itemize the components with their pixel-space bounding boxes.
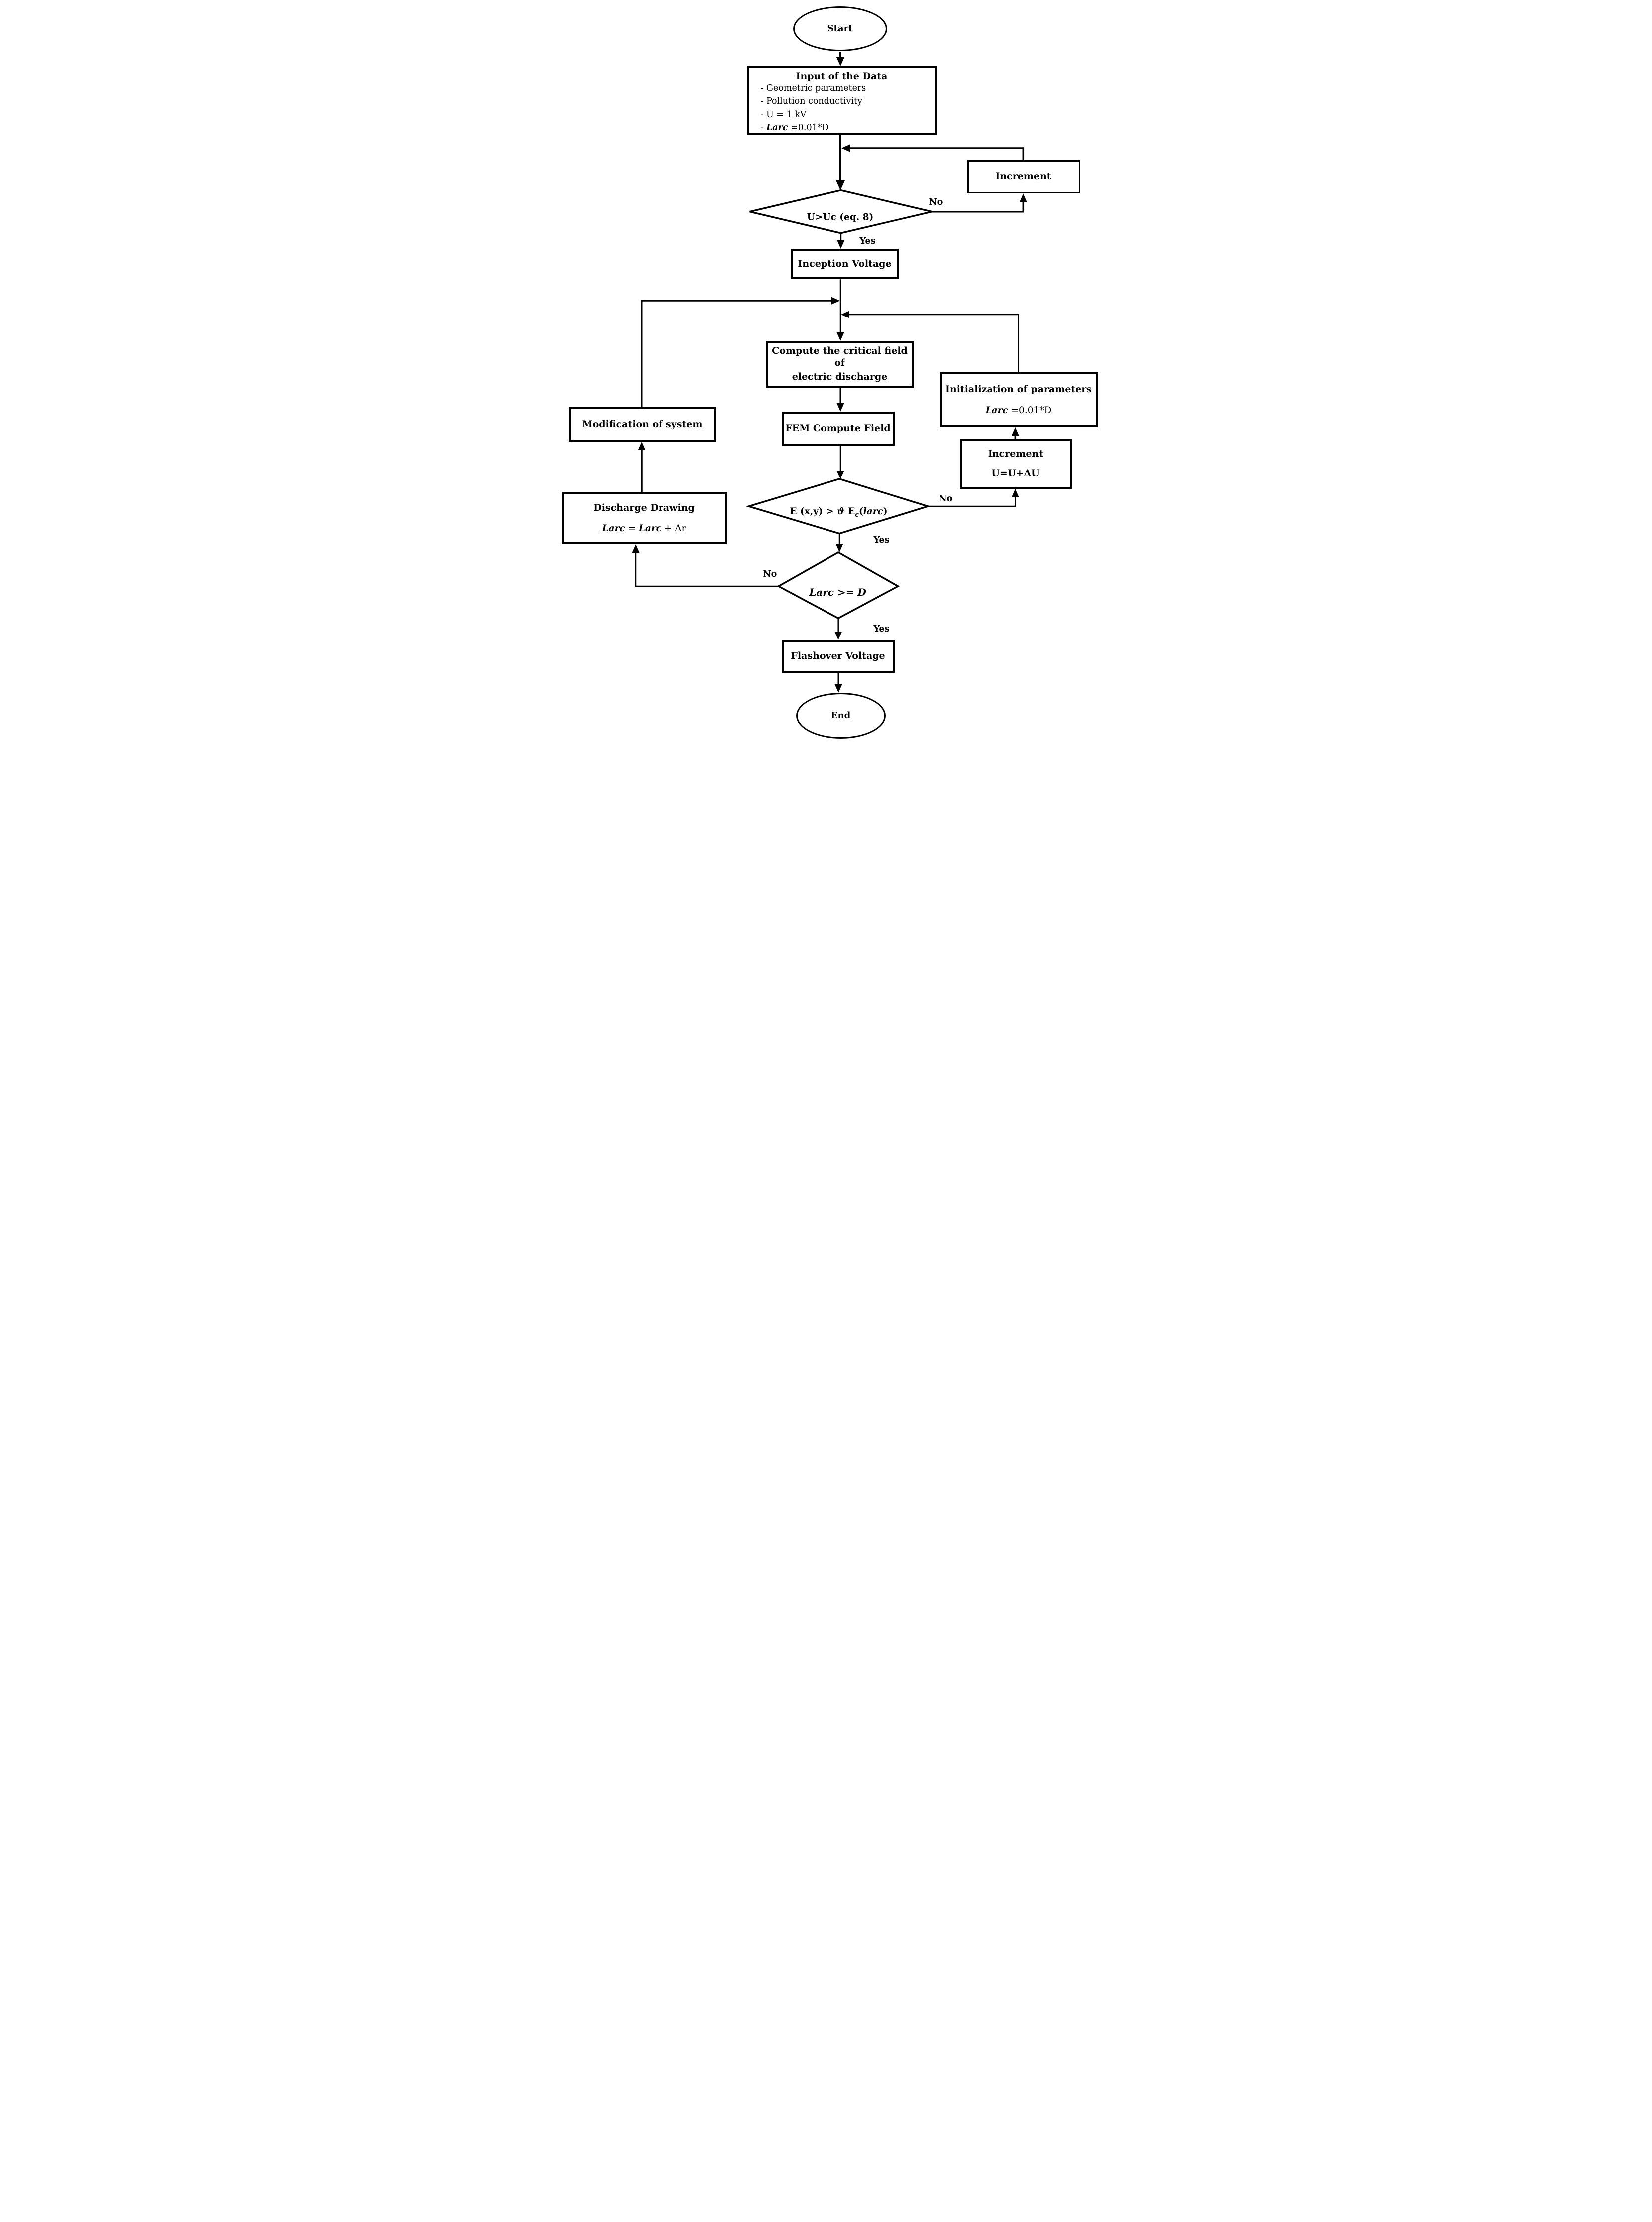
input-item-pollution: - Pollution conductivity: [760, 96, 862, 107]
fem-compute-label: FEM Compute Field: [785, 423, 891, 434]
arrowhead: [836, 332, 844, 341]
decision-larc-label: Larc >= D: [809, 586, 866, 598]
arrowhead: [836, 240, 844, 249]
initialization-process: Initialization of parameters Larc =0.01*…: [939, 372, 1098, 427]
input-data-process: Input of the Data - Geometric parameters…: [746, 66, 937, 135]
input-item-geometric: - Geometric parameters: [760, 83, 866, 93]
edge-label-yes-larc: Yes: [873, 624, 890, 634]
edge-increment-return: [844, 147, 1024, 160]
edge-no-to-increment: [932, 196, 1024, 213]
arrowhead: [632, 544, 639, 553]
arrowhead: [841, 144, 850, 152]
decision-u-uc-diamond: [749, 189, 932, 234]
flowchart-canvas: Start Input of the Data - Geometric para…: [550, 0, 1102, 741]
compute-critical-line1: Compute the critical field of: [772, 345, 908, 368]
arrowhead: [835, 180, 845, 190]
start-label: Start: [827, 23, 853, 34]
fem-compute-process: FEM Compute Field: [781, 412, 895, 446]
arrowhead: [638, 442, 645, 450]
increment-voltage-title: Increment: [988, 448, 1044, 460]
flashover-voltage-label: Flashover Voltage: [791, 650, 885, 662]
edge-label-no-u-uc: No: [929, 197, 943, 207]
input-item-larc: - Larc =0.01*D: [760, 122, 829, 133]
arrowhead: [1011, 427, 1019, 436]
inception-voltage-label: Inception Voltage: [798, 258, 892, 269]
decision-larc-diamond: [776, 551, 900, 620]
arrowhead: [1019, 193, 1027, 202]
arrowhead: [840, 311, 849, 318]
modification-system-label: Modification of system: [582, 418, 703, 430]
arrowhead: [1011, 489, 1019, 497]
input-data-title: Input of the Data: [796, 71, 888, 82]
flashover-voltage-process: Flashover Voltage: [781, 640, 895, 673]
arrowhead: [836, 57, 844, 66]
increment-label: Increment: [995, 171, 1051, 182]
arrowhead: [834, 684, 842, 693]
discharge-drawing-formula: Larc = Larc + Δr: [602, 523, 686, 534]
arrowhead: [836, 471, 844, 479]
increment-voltage-formula: U=U+ΔU: [991, 468, 1040, 479]
decision-u-uc-label: U>Uc (eq. 8): [807, 212, 874, 223]
edge-modification-return: [641, 300, 836, 407]
discharge-drawing-process: Discharge Drawing Larc = Larc + Δr: [561, 492, 727, 544]
decision-field-diamond: [745, 478, 931, 535]
initialization-title: Initialization of parameters: [945, 384, 1092, 395]
arrowhead: [836, 403, 844, 412]
connector-layer: [632, 52, 1027, 693]
edge-label-yes-u-uc: Yes: [859, 236, 876, 246]
edge-initialization-return: [844, 314, 1019, 372]
input-item-voltage: - U = 1 kV: [760, 109, 807, 120]
start-terminator: Start: [793, 6, 887, 51]
arrowhead: [831, 297, 840, 305]
arrowhead: [835, 544, 843, 552]
arrowhead: [834, 632, 842, 640]
decision-field-label: E (x,y) > ϑ Ec(larc): [790, 506, 888, 518]
compute-critical-field-process: Compute the critical field of electric d…: [766, 341, 914, 388]
end-terminator: End: [796, 693, 886, 739]
edge-label-no-larc: No: [763, 569, 777, 579]
modification-system-process: Modification of system: [568, 407, 716, 442]
inception-voltage-process: Inception Voltage: [791, 249, 899, 279]
input-data-items: - Geometric parameters - Pollution condu…: [754, 82, 930, 134]
increment-voltage-process: Increment U=U+ΔU: [960, 439, 1072, 489]
end-label: End: [830, 710, 851, 721]
discharge-drawing-title: Discharge Drawing: [593, 502, 695, 514]
initialization-formula: Larc =0.01*D: [985, 405, 1052, 416]
compute-critical-line2: electric discharge: [792, 371, 888, 383]
edge-label-no-field: No: [938, 494, 953, 504]
increment-process: Increment: [967, 160, 1080, 193]
edge-no-to-discharge: [635, 547, 779, 587]
edge-label-yes-field: Yes: [873, 535, 890, 545]
